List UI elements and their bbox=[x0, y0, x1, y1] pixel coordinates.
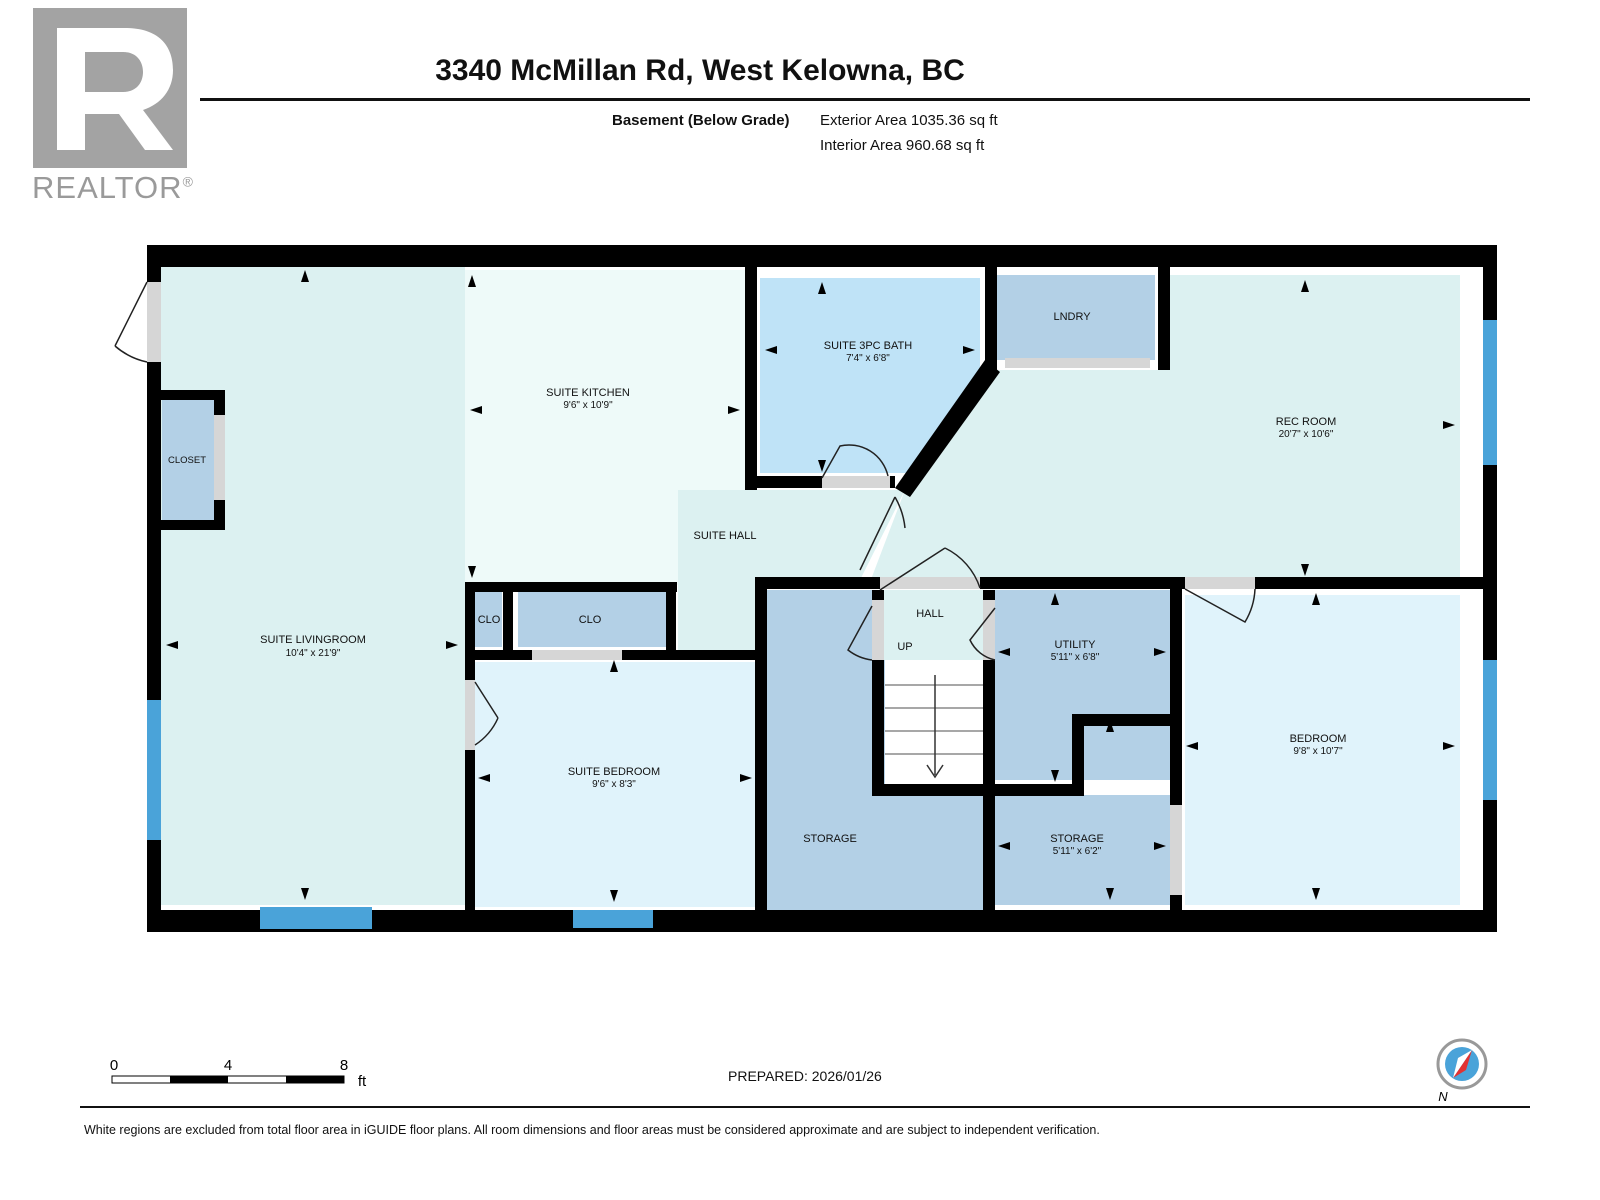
stair-treads bbox=[885, 684, 983, 755]
stair-arrow-head bbox=[926, 764, 944, 779]
scale-bar: 0 4 8 ft bbox=[110, 1057, 367, 1090]
footer-rule bbox=[80, 1106, 1530, 1108]
windows bbox=[147, 320, 1497, 929]
dims-suite-3pc-bath: 7'4" x 6'8" bbox=[846, 353, 890, 364]
room-stairs bbox=[885, 660, 983, 785]
label-clo-small: CLO bbox=[478, 614, 501, 626]
dimension-arrows bbox=[166, 270, 1455, 902]
room-bedroom bbox=[1185, 595, 1460, 905]
room-suite-bedroom bbox=[472, 662, 757, 907]
footer-disclaimer: White regions are excluded from total fl… bbox=[84, 1123, 1100, 1137]
exterior-area: Exterior Area 1035.36 sq ft bbox=[820, 112, 998, 129]
room-clo-small bbox=[472, 592, 502, 647]
room-rec-room bbox=[870, 275, 1460, 582]
compass-north-label: N bbox=[1438, 1089, 1448, 1104]
dims-suite-livingroom: 10'4" x 21'9" bbox=[286, 648, 341, 659]
label-suite-hall: SUITE HALL bbox=[694, 530, 757, 542]
label-hall: HALL bbox=[916, 608, 944, 620]
label-stairs-up: UP bbox=[897, 641, 912, 653]
scale-tick-0: 0 bbox=[110, 1057, 118, 1074]
label-bedroom: BEDROOM bbox=[1290, 733, 1347, 745]
level-label: Basement (Below Grade) bbox=[612, 112, 790, 129]
interior-area: Interior Area 960.68 sq ft bbox=[820, 137, 985, 154]
room-hall bbox=[878, 590, 983, 660]
room-clo-large bbox=[518, 592, 666, 647]
dims-suite-kitchen: 9'6" x 10'9" bbox=[563, 400, 613, 411]
label-storage-small: STORAGE bbox=[1050, 833, 1104, 845]
prepared-date: PREPARED: 2026/01/26 bbox=[728, 1068, 882, 1084]
scale-tick-8: 8 bbox=[340, 1057, 348, 1074]
label-rec-room: REC ROOM bbox=[1276, 416, 1337, 428]
label-suite-bedroom: SUITE BEDROOM bbox=[568, 766, 660, 778]
label-clo-large: CLO bbox=[579, 614, 602, 626]
realtor-wordmark: REALTOR® bbox=[32, 170, 194, 206]
label-suite-kitchen: SUITE KITCHEN bbox=[546, 387, 630, 399]
registered-mark: ® bbox=[182, 173, 194, 190]
header-rule bbox=[200, 98, 1530, 101]
label-utility: UTILITY bbox=[1055, 639, 1097, 651]
door-swings bbox=[114, 281, 1256, 746]
dims-suite-bedroom: 9'6" x 8'3" bbox=[592, 779, 636, 790]
scale-unit: ft bbox=[358, 1073, 367, 1090]
dims-bedroom: 9'8" x 10'7" bbox=[1293, 746, 1343, 757]
realtor-wordmark-text: REALTOR bbox=[32, 170, 183, 205]
label-suite-3pc-bath: SUITE 3PC BATH bbox=[824, 340, 912, 352]
room-storage-small bbox=[994, 795, 1174, 905]
label-suite-livingroom: SUITE LIVINGROOM bbox=[260, 634, 366, 646]
property-address: 3340 McMillan Rd, West Kelowna, BC bbox=[435, 54, 965, 87]
room-closet bbox=[162, 400, 214, 520]
room-suite-livingroom bbox=[160, 265, 465, 905]
door-openings bbox=[147, 282, 1255, 895]
label-storage-main: STORAGE bbox=[803, 833, 857, 845]
realtor-logo bbox=[33, 8, 187, 168]
room-lndry bbox=[995, 275, 1155, 360]
dims-rec-room: 20'7" x 10'6" bbox=[1279, 429, 1334, 440]
label-lndry: LNDRY bbox=[1053, 311, 1091, 323]
realtor-r-icon bbox=[33, 8, 187, 168]
dims-storage-small: 5'11" x 6'2" bbox=[1053, 846, 1102, 857]
dims-utility: 5'11" x 6'8" bbox=[1051, 652, 1100, 663]
label-closet: CLOSET bbox=[168, 455, 206, 466]
compass-icon: N bbox=[1436, 1038, 1488, 1104]
scale-tick-4: 4 bbox=[224, 1057, 232, 1074]
